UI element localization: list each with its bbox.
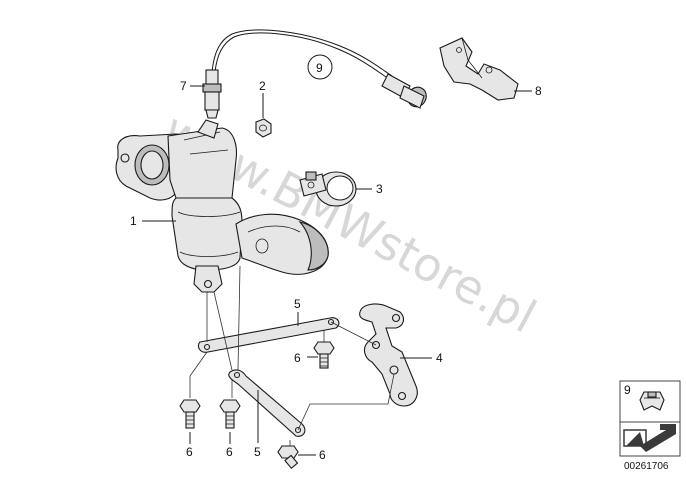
arrow-icon <box>623 424 676 452</box>
callout-1: 1 <box>130 214 137 228</box>
callout-6-lower: 6 <box>319 448 326 462</box>
callout-3: 3 <box>376 182 383 196</box>
support-strap-upper[interactable] <box>197 317 340 353</box>
hex-bolt-upper[interactable] <box>313 341 335 369</box>
bracket[interactable] <box>359 303 418 407</box>
support-strap-lower[interactable] <box>228 369 306 437</box>
holder-bracket[interactable] <box>439 37 519 101</box>
callout-4: 4 <box>436 351 443 365</box>
oxygen-sensor[interactable] <box>202 29 430 119</box>
callout-6-upper: 6 <box>294 351 301 365</box>
legend-clip-box: 9 <box>619 380 681 423</box>
clamp[interactable] <box>299 171 357 207</box>
callout-7: 7 <box>180 79 187 93</box>
callout-2: 2 <box>259 79 266 93</box>
diagram-number: 00261706 <box>624 461 669 472</box>
callout-8: 8 <box>535 84 542 98</box>
callout-6-left: 6 <box>186 445 193 459</box>
legend-arrow-box <box>619 421 681 457</box>
catalytic-converter[interactable] <box>115 119 329 293</box>
callouts: 1 2 3 4 5 5 6 6 6 6 7 8 <box>130 79 542 462</box>
callout-6-middle: 6 <box>226 445 233 459</box>
hex-nut[interactable] <box>255 118 272 138</box>
callout-9-circle: 9 <box>307 54 333 80</box>
callout-5-upper: 5 <box>294 297 301 311</box>
hex-bolt-middle[interactable] <box>219 399 241 429</box>
callout-9: 9 <box>316 61 323 75</box>
assembly-lines <box>189 265 395 446</box>
callout-5-lower: 5 <box>254 445 261 459</box>
hex-bolt-left[interactable] <box>179 399 201 429</box>
clip-icon <box>639 391 665 411</box>
hex-bolt-lower[interactable] <box>277 445 299 470</box>
legend-number: 9 <box>624 383 631 397</box>
